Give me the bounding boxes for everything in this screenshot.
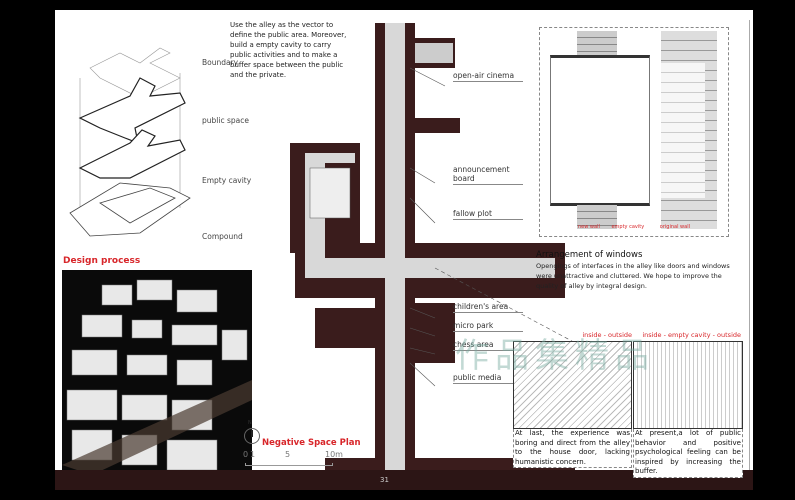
callout-chess-area: chess area [453,340,523,351]
scale-tick: 0 [243,450,249,459]
portfolio-page: Boundary public space Empty cavity Compo… [55,10,753,490]
plan-title: Negative Space Plan [262,438,361,448]
windows-title: Arrangement of windows [536,250,643,260]
comparison-sketch-2 [633,341,743,429]
negative-space-plan [290,23,585,478]
north-arrow-icon [244,428,260,444]
label-new-wall: new wall [578,224,600,230]
scale-bar: 0 1 5 10m [243,450,353,466]
exploded-axonometric-diagram [69,47,191,237]
scale-tick: 1 [250,450,256,459]
comparison-caption-2: At present,a lot of public behavior and … [633,429,743,478]
callout-fallow-plot: fallow plot [453,209,523,220]
design-process-title: Design process [63,256,141,266]
watermark: 作品集精品 [455,336,655,376]
scale-tick: 5 [285,450,291,459]
comparison-title-1: inside - outside [582,331,632,339]
scale-tick: 10m [325,450,343,459]
label-empty-cavity: empty cavity [611,224,645,230]
layer-label-compound: Compound [202,232,243,241]
callout-open-air-cinema: open-air cinema [453,71,523,82]
callout-childrens-area: children's area [453,302,523,313]
wall-section-detail: new wall empty cavity original wall [539,27,729,237]
comparison-caption-1: At last, the experience was boring and d… [513,429,632,468]
right-border-line [749,20,750,470]
label-original-wall: original wall [659,224,690,230]
windows-paragraph: Opengings of interfaces in the alley lik… [536,262,730,290]
layer-label-public-space: public space [202,116,249,125]
callout-public-media: public media [453,373,523,384]
callout-micro-park: micro park [453,321,523,332]
layer-label-boundary: Boundary [202,58,239,67]
intro-paragraph: Use the alley as the vector to define th… [230,21,347,79]
comparison-title-2: inside - empty cavity - outside [642,331,741,339]
bottom-bar [55,470,753,490]
callout-announcement-board: announcement board [453,165,523,185]
north-label: N [248,420,252,426]
layer-label-empty-cavity: Empty cavity [202,176,252,185]
page-number: 31 [380,476,389,484]
comparison-sketch-1 [513,341,632,429]
model-photo [62,270,252,475]
